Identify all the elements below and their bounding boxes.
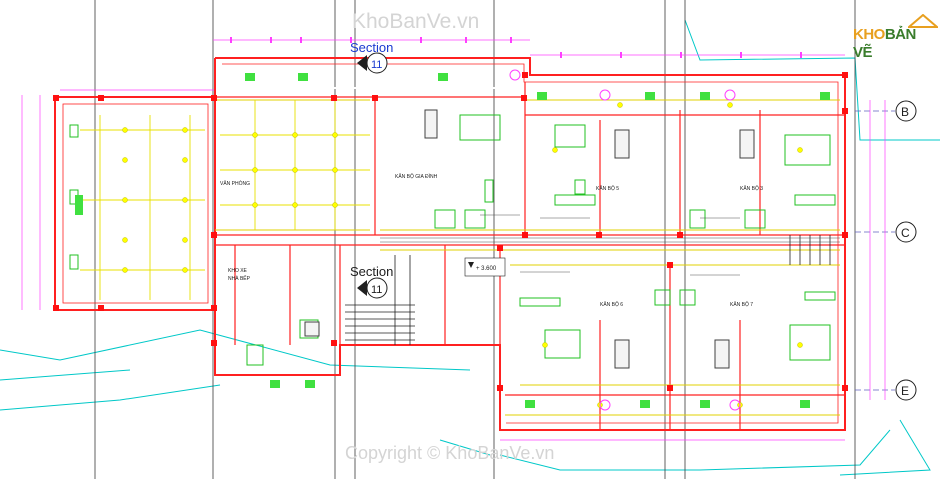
room-kitchen-2: NHÀ BẾP (228, 275, 251, 282)
room-symbols (509, 69, 741, 411)
grid-bubble-c: C (901, 226, 910, 240)
furniture (69, 114, 836, 366)
copyright-watermark: Copyright © KhoBanVe.vn (345, 443, 555, 463)
logo-part2: BẢN VẼ (853, 26, 916, 61)
section-marker-mid (357, 277, 388, 299)
section-number-mid: 11 (371, 284, 382, 296)
grid-bubble-e: E (901, 384, 909, 398)
dimension-ticks (230, 37, 802, 58)
staircase (345, 235, 831, 345)
section-label-mid: Section (350, 264, 393, 279)
site-watermark: KhoBanVe.vn (352, 10, 480, 33)
brand-logo: KHOBẢN VẼ (853, 26, 937, 61)
logo-house-icon (908, 14, 938, 28)
room-r3: KÂN BỘ 3 (740, 185, 763, 192)
room-office: VĂN PHÒNG (220, 180, 250, 187)
section-label-top: Section (350, 40, 393, 55)
bath-fixtures (304, 109, 755, 369)
section-number-top: 11 (371, 59, 382, 71)
logo-part1: KHO (853, 26, 885, 43)
level-mark: + 3.600 (476, 266, 497, 272)
grid-bubble-b: B (901, 105, 909, 119)
room-family: KÂN BỘ GIA ĐÌNH (395, 173, 438, 180)
site-boundary (0, 19, 940, 476)
columns (53, 72, 848, 391)
room-r7: KÂN BỘ 7 (730, 301, 753, 308)
room-r5: KÂN BỘ 5 (596, 185, 619, 192)
room-kitchen: KHO XE (228, 268, 248, 274)
fixture-marks (75, 73, 830, 408)
light-fixtures (122, 102, 803, 408)
grid-axes-h (855, 110, 895, 391)
room-r6: KÂN BỘ 6 (600, 301, 623, 308)
hatch-bands (380, 214, 840, 276)
level-marker (464, 257, 506, 277)
exterior-walls (54, 57, 846, 431)
grid-bubbles (895, 100, 917, 401)
grid-axes (94, 0, 856, 479)
section-marker-top (357, 52, 388, 74)
wall-edges (215, 99, 840, 416)
